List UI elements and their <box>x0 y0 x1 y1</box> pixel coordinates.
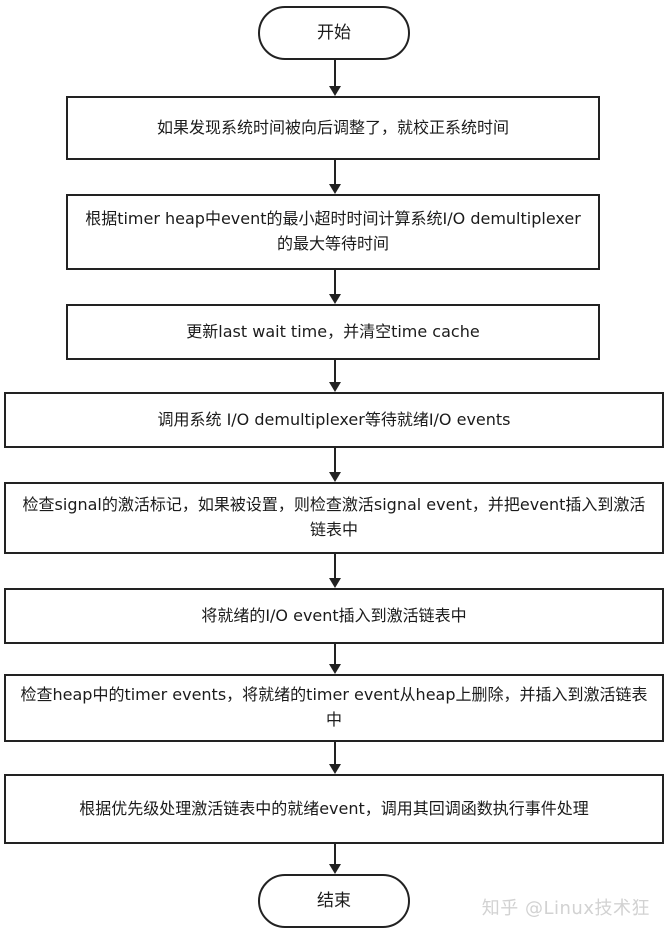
start-label: 开始 <box>317 22 351 43</box>
step-8-text: 根据优先级处理激活链表中的就绪event，调用其回调函数执行事件处理 <box>79 798 589 818</box>
flow-arrow-7-line <box>334 644 336 664</box>
end-terminal: 结束 <box>258 874 410 928</box>
flow-arrow-6-line <box>334 554 336 578</box>
flow-arrow-7-head <box>329 664 341 674</box>
step-7-text: 检查heap中的timer events，将就绪的timer event从hea… <box>20 685 648 729</box>
step-8-box: 根据优先级处理激活链表中的就绪event，调用其回调函数执行事件处理 <box>4 774 664 844</box>
flow-arrow-1-line <box>334 60 336 86</box>
step-1-box: 如果发现系统时间被向后调整了，就校正系统时间 <box>66 96 600 160</box>
step-5-box: 检查signal的激活标记，如果被设置，则检查激活signal event，并把… <box>4 482 664 554</box>
watermark-text: 知乎 @Linux技术狂 <box>481 898 650 919</box>
flow-arrow-9-head <box>329 864 341 874</box>
flow-arrow-5-head <box>329 472 341 482</box>
flow-arrow-3-head <box>329 294 341 304</box>
step-2-text: 根据timer heap中event的最小超时时间计算系统I/O demulti… <box>85 209 581 253</box>
flow-arrow-4-head <box>329 382 341 392</box>
end-label: 结束 <box>317 890 351 911</box>
flow-arrow-2-head <box>329 184 341 194</box>
flow-arrow-6-head <box>329 578 341 588</box>
step-7-box: 检查heap中的timer events，将就绪的timer event从hea… <box>4 674 664 742</box>
step-1-text: 如果发现系统时间被向后调整了，就校正系统时间 <box>156 117 509 137</box>
flow-arrow-9-line <box>334 844 336 864</box>
step-4-text: 调用系统 I/O demultiplexer等待就绪I/O events <box>157 409 511 429</box>
start-terminal: 开始 <box>258 6 410 60</box>
flow-arrow-5-line <box>334 448 336 472</box>
step-3-text: 更新last wait time，并清空time cache <box>186 321 480 341</box>
flow-arrow-1-head <box>329 86 341 96</box>
step-3-box: 更新last wait time，并清空time cache <box>66 304 600 360</box>
flow-arrow-8-line <box>334 742 336 764</box>
flow-arrow-8-head <box>329 764 341 774</box>
flow-arrow-3-line <box>334 270 336 294</box>
flow-arrow-4-line <box>334 360 336 382</box>
step-6-box: 将就绪的I/O event插入到激活链表中 <box>4 588 664 644</box>
step-5-text: 检查signal的激活标记，如果被设置，则检查激活signal event，并把… <box>22 495 646 539</box>
step-6-text: 将就绪的I/O event插入到激活链表中 <box>201 605 467 625</box>
step-4-box: 调用系统 I/O demultiplexer等待就绪I/O events <box>4 392 664 448</box>
step-2-box: 根据timer heap中event的最小超时时间计算系统I/O demulti… <box>66 194 600 270</box>
flow-arrow-2-line <box>334 160 336 184</box>
